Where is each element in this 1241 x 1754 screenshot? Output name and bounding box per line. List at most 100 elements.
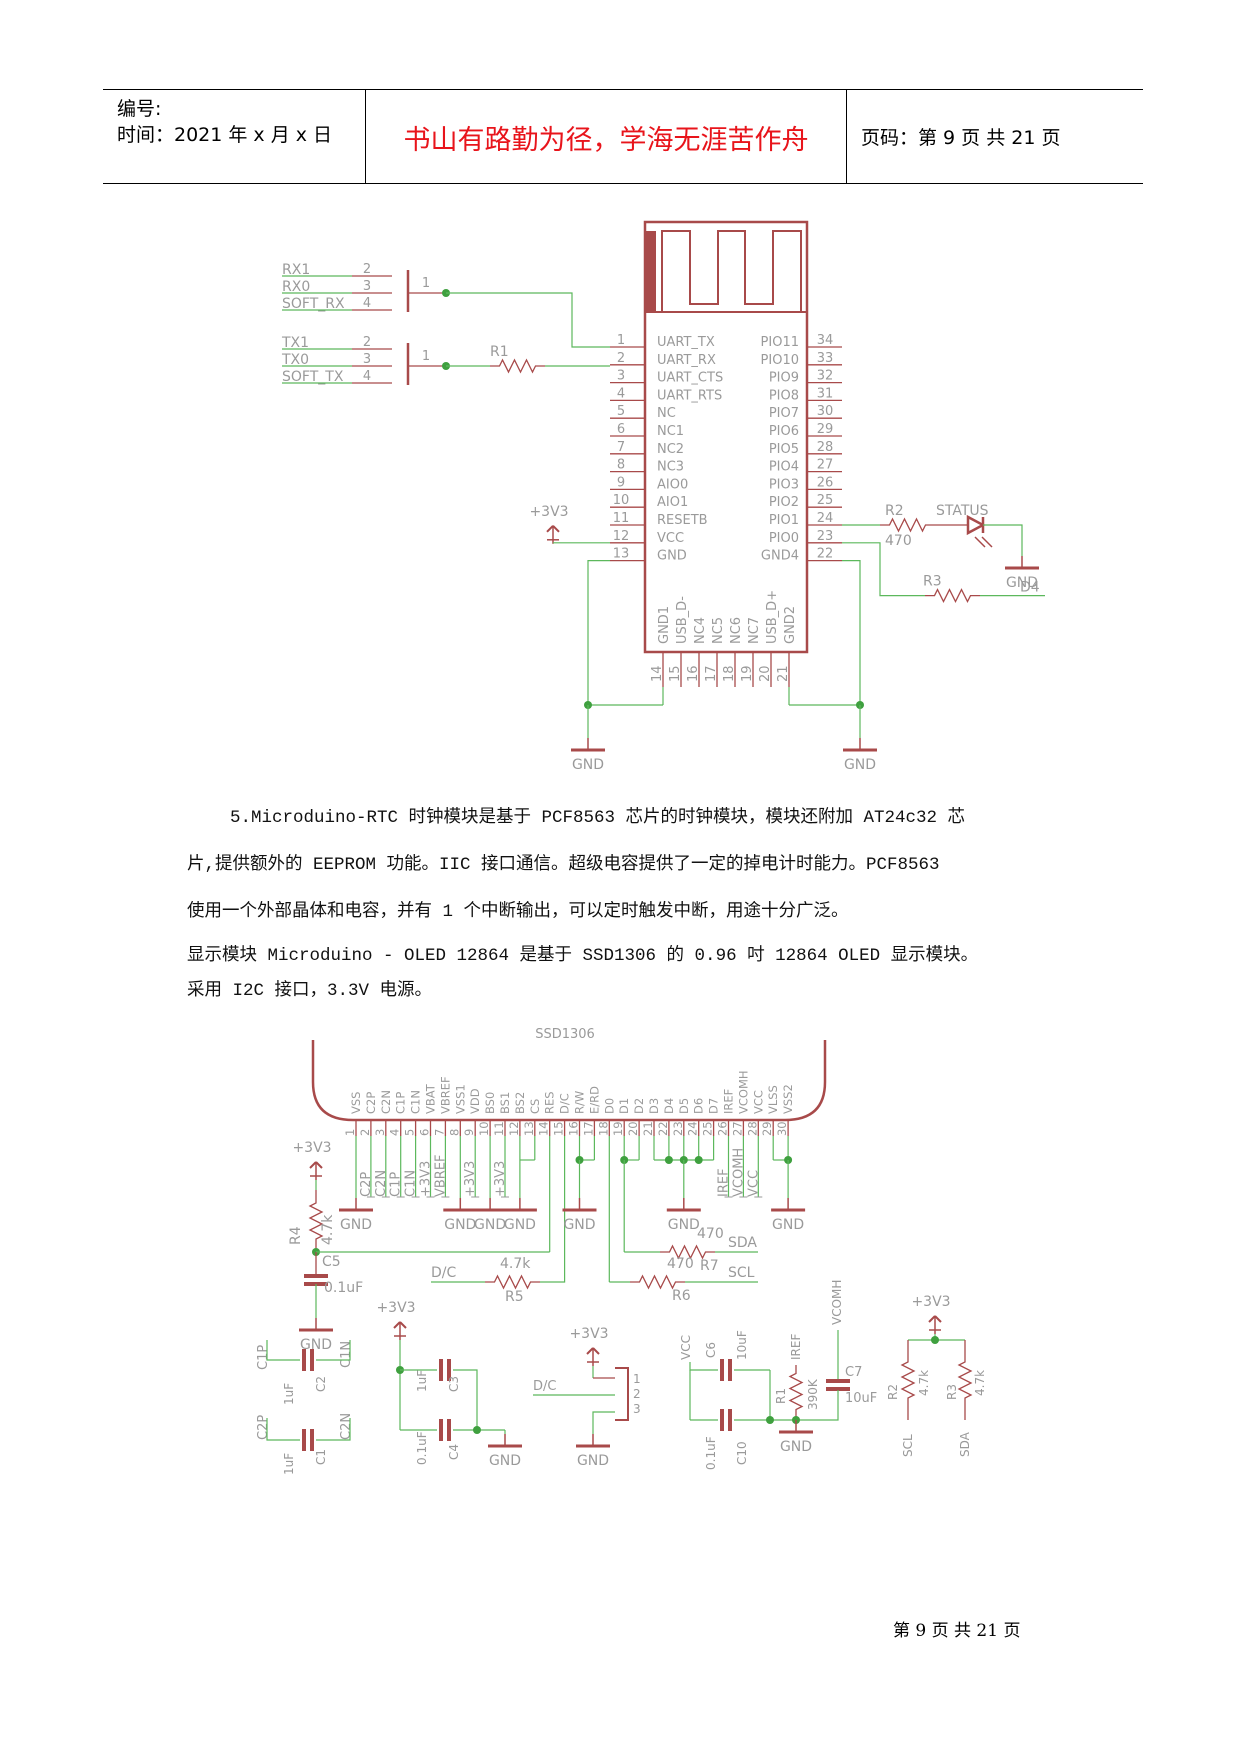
oled-pin-number: 12 bbox=[507, 1121, 521, 1136]
jumper-pin-number: 1 bbox=[633, 1372, 641, 1386]
tx-signal-label: SOFT_TX bbox=[282, 369, 344, 385]
wire-status bbox=[983, 524, 1023, 556]
vcc-net-label: VCC bbox=[679, 1335, 693, 1360]
paragraph-rtc-line3: 使用一个外部晶体和电容，并有 1 个中断输出，可以定时触发中断，用途十分广泛。 bbox=[187, 902, 849, 922]
gnd-label: GND bbox=[504, 1217, 536, 1233]
module-pin-number: 18 bbox=[722, 665, 737, 682]
oled-pin-number: 21 bbox=[641, 1121, 655, 1136]
module-pin-name: GND2 bbox=[783, 606, 798, 644]
gnd-label: GND bbox=[668, 1217, 700, 1233]
oled-pin-number: 26 bbox=[716, 1121, 730, 1136]
r2-resistor bbox=[880, 517, 935, 533]
module-pin-name: GND bbox=[657, 549, 687, 564]
oled-pin-name: C2N bbox=[379, 1090, 393, 1114]
oled-pin-name: VSS1 bbox=[453, 1084, 467, 1114]
header-motto: 书山有路勤为径，学海无涯苦作舟 bbox=[403, 125, 809, 156]
jumper-supply-label: +3V3 bbox=[569, 1326, 608, 1342]
oled-package-outline bbox=[311, 1040, 827, 1122]
oled-pin-number: 13 bbox=[522, 1121, 536, 1136]
rx-pin-number: 2 bbox=[363, 262, 371, 277]
sda-net-label: SDA bbox=[728, 1235, 757, 1251]
oled-pin-name: D3 bbox=[647, 1098, 661, 1114]
r4-resistor bbox=[308, 1190, 324, 1252]
supply-3v3-label: +3V3 bbox=[529, 504, 568, 520]
r6-value: 470 bbox=[667, 1256, 694, 1272]
r4-name: R4 bbox=[288, 1226, 304, 1245]
oled-net-label: VCOMH bbox=[731, 1148, 746, 1197]
oled-net-label: C1N bbox=[404, 1170, 419, 1197]
module-pin-name: NC1 bbox=[657, 424, 684, 439]
supply-arrow bbox=[552, 525, 560, 533]
supply-arrow bbox=[934, 1315, 942, 1323]
oled-pin-name: C1N bbox=[409, 1090, 423, 1114]
module-pin-number: 19 bbox=[740, 665, 755, 682]
junction-dot bbox=[473, 1426, 481, 1434]
ssd1306-title: SSD1306 bbox=[535, 1027, 595, 1042]
oled-net-label: C2P bbox=[359, 1172, 374, 1197]
c2-net-right: C1N bbox=[339, 1341, 354, 1368]
c2-net-left: C1P bbox=[256, 1345, 271, 1370]
jumper-pin-number: 2 bbox=[633, 1387, 641, 1401]
oled-pin-number: 5 bbox=[403, 1129, 417, 1136]
gnd-label: GND bbox=[489, 1453, 521, 1469]
module-pin-name: AIO0 bbox=[657, 477, 688, 492]
oled-pin-number: 28 bbox=[745, 1121, 759, 1136]
supply-arrow bbox=[546, 525, 554, 533]
c6-name: C6 bbox=[704, 1342, 718, 1358]
gnd-label: GND bbox=[300, 1337, 332, 1353]
module-pin-number: 27 bbox=[817, 458, 834, 473]
oled-pin-number: 25 bbox=[701, 1121, 715, 1136]
module-pin-name: GND1 bbox=[657, 606, 672, 644]
module-pin-name: UART_RTS bbox=[657, 388, 722, 403]
c4-name: C4 bbox=[447, 1444, 461, 1460]
oled-pin-number: 16 bbox=[567, 1121, 581, 1136]
oled-pin-name: VSS2 bbox=[781, 1084, 795, 1114]
c1-net-right: C2N bbox=[339, 1413, 354, 1440]
module-pin-name: PIO4 bbox=[769, 460, 799, 475]
oled-pin-name: VCOMH bbox=[736, 1070, 750, 1114]
r3-name: R3 bbox=[923, 574, 942, 590]
module-pin-number: 30 bbox=[817, 404, 834, 419]
module-pin-number: 22 bbox=[817, 547, 834, 562]
module-pin-number: 24 bbox=[817, 511, 834, 526]
module-pin-name: AIO1 bbox=[657, 495, 688, 510]
module-pin-name: NC bbox=[657, 406, 676, 421]
module-pin-name: NC2 bbox=[657, 442, 684, 457]
oled-pin-name: RES bbox=[543, 1091, 557, 1114]
r2-name: R2 bbox=[885, 503, 904, 519]
module-pin-number: 25 bbox=[817, 493, 834, 508]
r1-390k-name: R1 bbox=[774, 1388, 788, 1404]
wire bbox=[540, 1230, 566, 1283]
jumper-pin-number: 3 bbox=[633, 1402, 641, 1416]
document-number-label: 编号: bbox=[117, 98, 162, 120]
supply-arrow bbox=[399, 1321, 407, 1329]
oled-pin-number: 11 bbox=[492, 1121, 506, 1136]
r6-name: R6 bbox=[672, 1288, 691, 1304]
oled-pin-number: 23 bbox=[671, 1121, 685, 1136]
antenna-trace bbox=[661, 230, 802, 312]
oled-pin-name: D7 bbox=[707, 1098, 721, 1114]
pullup-r2-resistor bbox=[900, 1340, 916, 1420]
module-pin-name: USB_D+ bbox=[765, 590, 780, 644]
pullup-r3-name: R3 bbox=[945, 1384, 959, 1400]
module-pin-number: 10 bbox=[613, 493, 630, 508]
tx-signal-label: TX1 bbox=[281, 335, 309, 351]
oled-pin-number: 18 bbox=[596, 1121, 610, 1136]
pullup-r2-name: R2 bbox=[886, 1384, 900, 1400]
c7-value: 10uF bbox=[845, 1391, 877, 1406]
oled-pin-name: D/C bbox=[558, 1093, 572, 1114]
module-pin-number: 26 bbox=[817, 475, 834, 490]
oled-pin-name: D5 bbox=[677, 1098, 691, 1114]
oled-pin-number: 2 bbox=[358, 1129, 372, 1136]
rx-common-pin: 1 bbox=[422, 276, 430, 291]
gnd-label: GND bbox=[780, 1439, 812, 1455]
page-header: 编号: 时间：2021 年 x 月 x 日 书山有路勤为径，学海无涯苦作舟 页码… bbox=[103, 89, 1143, 184]
module-pin-name: NC4 bbox=[693, 617, 708, 644]
supply-arrow bbox=[309, 1161, 317, 1169]
oled-net-label: C2N bbox=[374, 1170, 389, 1197]
module-pin-name: UART_TX bbox=[657, 335, 715, 350]
oled-pin-number: 8 bbox=[447, 1129, 461, 1136]
oled-pin-number: 19 bbox=[611, 1121, 625, 1136]
oled-pin-name: C1P bbox=[394, 1092, 408, 1114]
oled-pin-name: VCC bbox=[751, 1090, 765, 1114]
